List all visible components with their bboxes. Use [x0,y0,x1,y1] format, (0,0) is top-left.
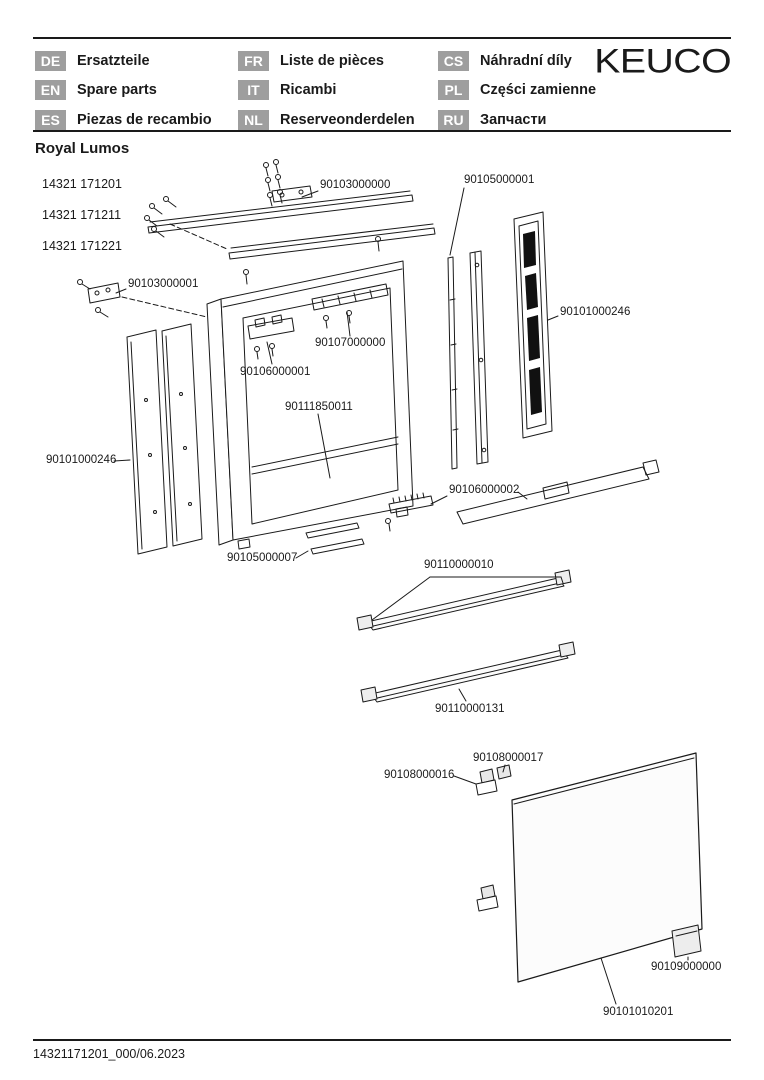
glass-shelf-upper-drawing [356,569,572,631]
screw-cluster-left-icon [144,196,177,238]
language-grid: DE Ersatzteile EN Spare parts ES Piezas … [35,46,613,135]
header-divider [33,130,731,132]
part-label-90107000000: 90107000000 [315,337,386,349]
model-number-3: 14321 171221 [42,238,122,253]
language-label-de: Ersatzteile [77,52,150,69]
part-label-90108000016: 90108000016 [384,769,455,781]
part-label-90109000000: 90109000000 [651,961,722,973]
language-badge-en: EN [35,80,66,101]
door-panel-right-drawing [513,211,553,439]
model-number-1: 14321 171201 [42,176,122,191]
leader-lines [113,187,689,1005]
model-numbers: 14321 171201 14321 171211 14321 171221 [42,161,122,270]
part-label-90101000246-left: 90101000246 [46,454,117,466]
keuco-logo: KEUCO [594,42,731,80]
language-item-en: EN Spare parts [35,76,238,106]
seal-strips-small-drawing [305,522,365,555]
mounting-plate-drawing [271,185,313,203]
part-label-90110000010: 90110000010 [424,559,494,571]
glass-shelf-lower-drawing [360,641,576,703]
mounting-rails-drawing [147,190,436,260]
screw-cluster-top-icon [263,159,283,207]
language-item-ru: RU Запчасти [438,105,613,135]
language-badge-de: DE [35,50,66,71]
light-module-drawing [311,283,389,329]
hinge-parts-top-drawing [475,764,512,796]
part-label-90106000001: 90106000001 [240,366,311,378]
door-panels-left-drawing [126,323,203,555]
light-strip-bottom-drawing [385,459,660,532]
part-label-90103000001: 90103000001 [128,278,199,290]
language-label-en: Spare parts [77,82,157,99]
alignment-dash-lines [121,223,228,318]
footer-divider [33,1039,731,1041]
led-profile-drawing [469,250,489,465]
language-item-fr: FR Liste de pièces [238,46,438,76]
language-badge-it: IT [238,80,269,101]
hinge-part-bottom-drawing [476,884,499,912]
language-badge-nl: NL [238,109,269,130]
part-label-90103000000: 90103000000 [320,179,391,191]
model-number-2: 14321 171211 [42,207,122,222]
product-name: Royal Lumos [35,140,130,157]
language-label-it: Ricambi [280,82,337,99]
part-label-90106000002: 90106000002 [449,484,520,496]
language-item-es: ES Piezas de recambio [35,105,238,135]
language-badge-fr: FR [238,50,269,71]
language-label-nl: Reserveonderdelen [280,111,415,128]
cabinet-body-drawing [206,236,414,550]
part-label-90101000246-right: 90101000246 [560,306,631,318]
language-badge-cs: CS [438,50,469,71]
part-label-90110000131: 90110000131 [435,703,505,715]
language-badge-pl: PL [438,80,469,101]
language-item-nl: NL Reserveonderdelen [238,105,438,135]
language-badge-es: ES [35,109,66,130]
language-label-ru: Запчасти [480,111,547,128]
mounting-bracket-drawing [77,279,121,318]
part-label-90105000007: 90105000007 [227,552,298,564]
seal-strip-vertical-drawing [447,256,459,470]
part-label-90111850011: 90111850011 [285,401,353,413]
language-badge-ru: RU [438,109,469,130]
top-divider [33,37,731,39]
part-label-90108000017: 90108000017 [473,752,544,764]
document-id: 14321171201_000/06.2023 [33,1047,186,1061]
language-label-fr: Liste de pièces [280,52,384,69]
language-item-it: IT Ricambi [238,76,438,106]
language-item-cs: CS Náhradní díly [438,46,613,76]
fitting-drawing [247,314,295,360]
language-item-de: DE Ersatzteile [35,46,238,76]
cover-cap-drawing [671,924,702,958]
language-item-pl: PL Części zamienne [438,76,613,106]
language-label-cs: Náhradní díly [480,52,572,69]
part-label-90101010201: 90101010201 [603,1006,674,1018]
language-label-pl: Części zamienne [480,82,597,99]
part-label-90105000001: 90105000001 [464,174,535,186]
mirror-door-drawing [511,752,703,983]
language-label-es: Piezas de recambio [77,111,212,128]
